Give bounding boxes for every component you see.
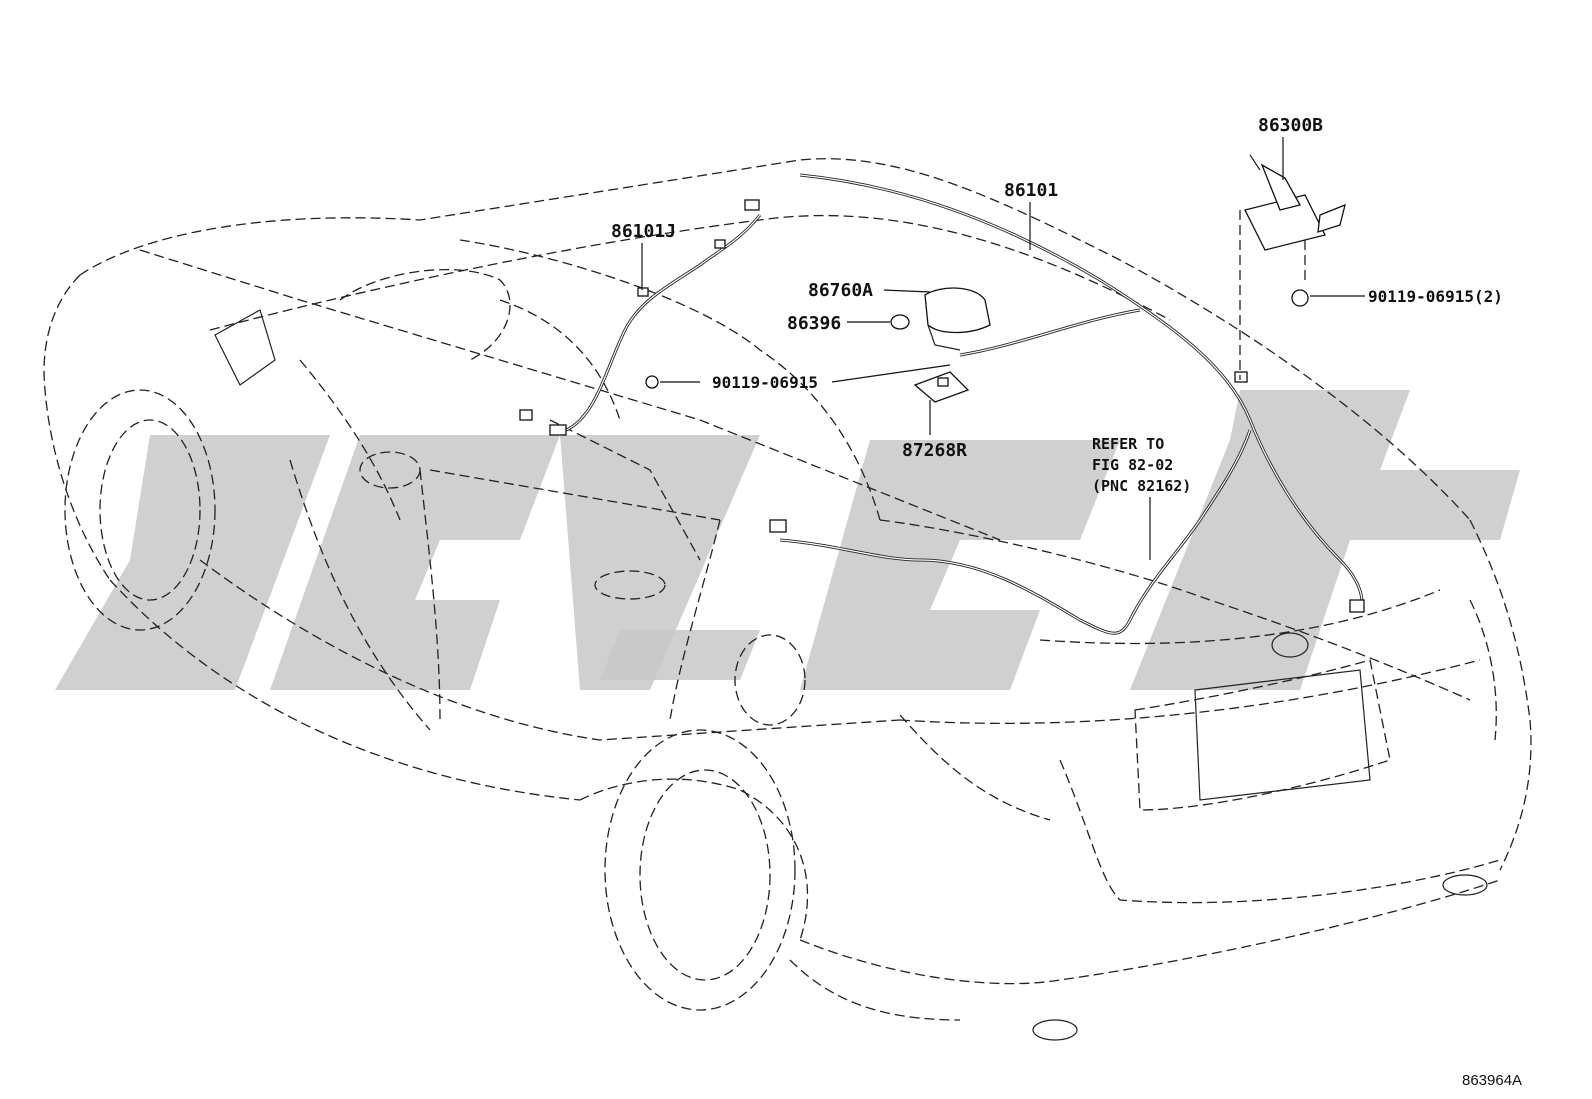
wire-harness	[519, 173, 1365, 635]
label-90119-06915: 90119-06915	[712, 373, 818, 392]
label-86101J: 86101J	[611, 221, 676, 242]
drawing-code: 863964A	[1462, 1072, 1522, 1089]
label-86760A: 86760A	[808, 280, 873, 301]
reference-note: REFER TO FIG 82-02 (PNC 82162)	[1092, 435, 1191, 495]
label-86101: 86101	[1004, 180, 1058, 201]
reference-note-line3: (PNC 82162)	[1092, 477, 1191, 495]
leader-lines	[641, 137, 1365, 560]
antenna-assembly	[645, 154, 1346, 403]
reference-note-line2: FIG 82-02	[1092, 456, 1173, 474]
part-labels: 86300B 86101 86101J 86760A 86396 90119-0…	[611, 115, 1503, 461]
label-86396: 86396	[787, 313, 841, 334]
reference-note-line1: REFER TO	[1092, 435, 1164, 453]
car-outline	[43, 158, 1532, 1041]
watermark-logo	[55, 390, 1520, 690]
label-86300B: 86300B	[1258, 115, 1323, 136]
label-87268R: 87268R	[902, 440, 967, 461]
label-90119-06915-qty2: 90119-06915(2)	[1368, 287, 1503, 306]
